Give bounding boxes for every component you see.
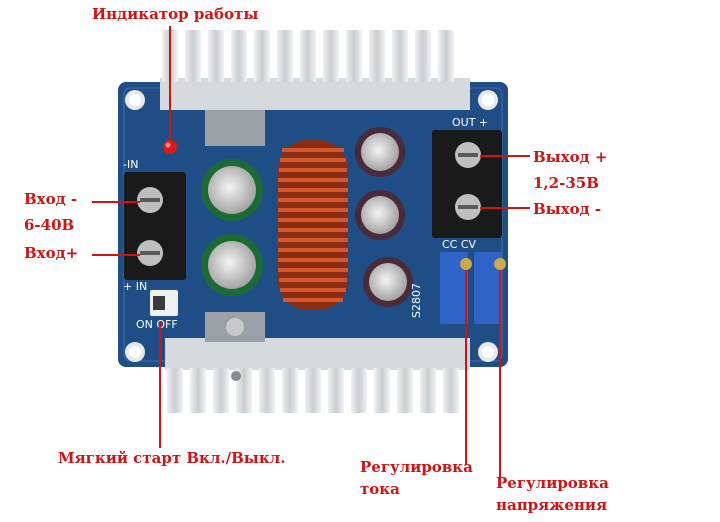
- soft-start-switch: [150, 290, 178, 316]
- label-output-minus: Выход -: [533, 200, 602, 218]
- label-voltage-adj-line1: Регулировка: [496, 474, 609, 492]
- voltage-potentiometer: [474, 252, 506, 324]
- label-current-adj-line2: тока: [360, 480, 400, 498]
- input-terminal-block: [124, 172, 186, 280]
- output-capacitors: [355, 127, 413, 307]
- top-heatsink: [160, 30, 470, 110]
- silk-out: OUT +: [452, 116, 488, 129]
- label-current-adj-line1: Регулировка: [360, 458, 473, 476]
- label-soft-start: Мягкий старт Вкл./Выкл.: [58, 449, 286, 467]
- mounting-holes: [125, 90, 498, 362]
- inductor-coil: [278, 140, 348, 310]
- led-indicator: [163, 140, 177, 154]
- top-transistor: [205, 110, 265, 146]
- label-input-plus: Вход+: [24, 244, 79, 262]
- label-input-minus: Вход -: [24, 190, 78, 208]
- silk-cc-cv: CC CV: [442, 238, 477, 251]
- label-output-plus: Выход +: [533, 148, 608, 166]
- leader-lines: [92, 26, 530, 478]
- label-input-range: 6-40В: [24, 216, 75, 234]
- output-terminal-block: [432, 130, 502, 238]
- current-potentiometer: [440, 252, 472, 324]
- label-voltage-adj-line2: напряжения: [496, 496, 608, 514]
- silk-in-minus: -IN: [123, 158, 138, 171]
- label-indicator: Индикатор работы: [92, 5, 259, 23]
- silk-chip: S2807: [410, 283, 423, 318]
- input-capacitors: [201, 159, 263, 296]
- bottom-heatsink: [165, 338, 470, 413]
- silk-on-off: ON OFF: [136, 318, 178, 331]
- label-output-range: 1,2-35В: [533, 174, 599, 192]
- silk-in-plus: + IN: [123, 280, 147, 293]
